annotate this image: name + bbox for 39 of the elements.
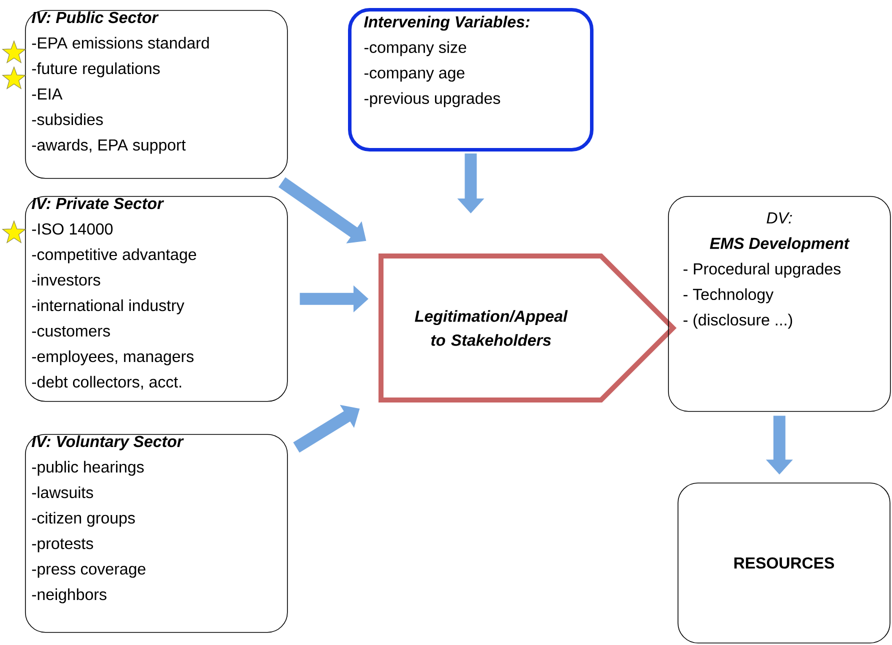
- heading: IV: Private Sector: [32, 197, 164, 210]
- list-item: -press coverage: [32, 566, 146, 578]
- list-item: -EIA: [32, 88, 62, 100]
- list-item: -debt collectors, acct.: [32, 376, 182, 390]
- pentagon-arrow-box: [378, 254, 677, 402]
- resources-box: [678, 482, 890, 644]
- list-item: -citizen groups: [32, 512, 135, 527]
- list-item: - (disclosure ...): [684, 314, 792, 329]
- box-label: RESOURCES: [734, 557, 834, 569]
- sector-box: [25, 434, 288, 633]
- outcome-box: [668, 196, 891, 412]
- list-item: -EPA emissions standard: [32, 36, 209, 49]
- box-label: Legitimation/Appeal to Stakeholders: [414, 310, 568, 346]
- list-item: -protests: [32, 538, 94, 552]
- heading: IV: Public Sector: [32, 11, 159, 24]
- sector-box: [25, 196, 288, 402]
- list-item: -neighbors: [32, 588, 106, 604]
- list-item: -company size: [364, 41, 466, 56]
- list-item: -ISO 14000: [32, 223, 113, 235]
- heading: IV: Voluntary Sector: [32, 435, 184, 450]
- list-item: -awards, EPA support: [32, 138, 186, 154]
- list-item: -customers: [32, 326, 110, 337]
- variables-box: [348, 8, 594, 152]
- list-item: -previous upgrades: [364, 92, 500, 108]
- list-item: -international industry: [32, 299, 184, 314]
- heading: Intervening Variables:: [364, 16, 530, 31]
- sector-box: [25, 10, 288, 179]
- list-item: - Technology: [684, 288, 774, 304]
- list-item: -competitive advantage: [32, 248, 196, 264]
- heading: DV:: [766, 212, 792, 224]
- list-item: -subsidies: [32, 113, 103, 126]
- list-item: - Procedural upgrades: [684, 262, 841, 278]
- list-item: -employees, managers: [32, 350, 194, 366]
- list-item: -company age: [364, 70, 464, 82]
- list-item: -public hearings: [32, 460, 144, 476]
- list-item: -lawsuits: [32, 486, 94, 498]
- list-item: -investors: [32, 274, 100, 286]
- list-item: -future regulations: [32, 62, 160, 78]
- heading: EMS Development: [710, 237, 850, 252]
